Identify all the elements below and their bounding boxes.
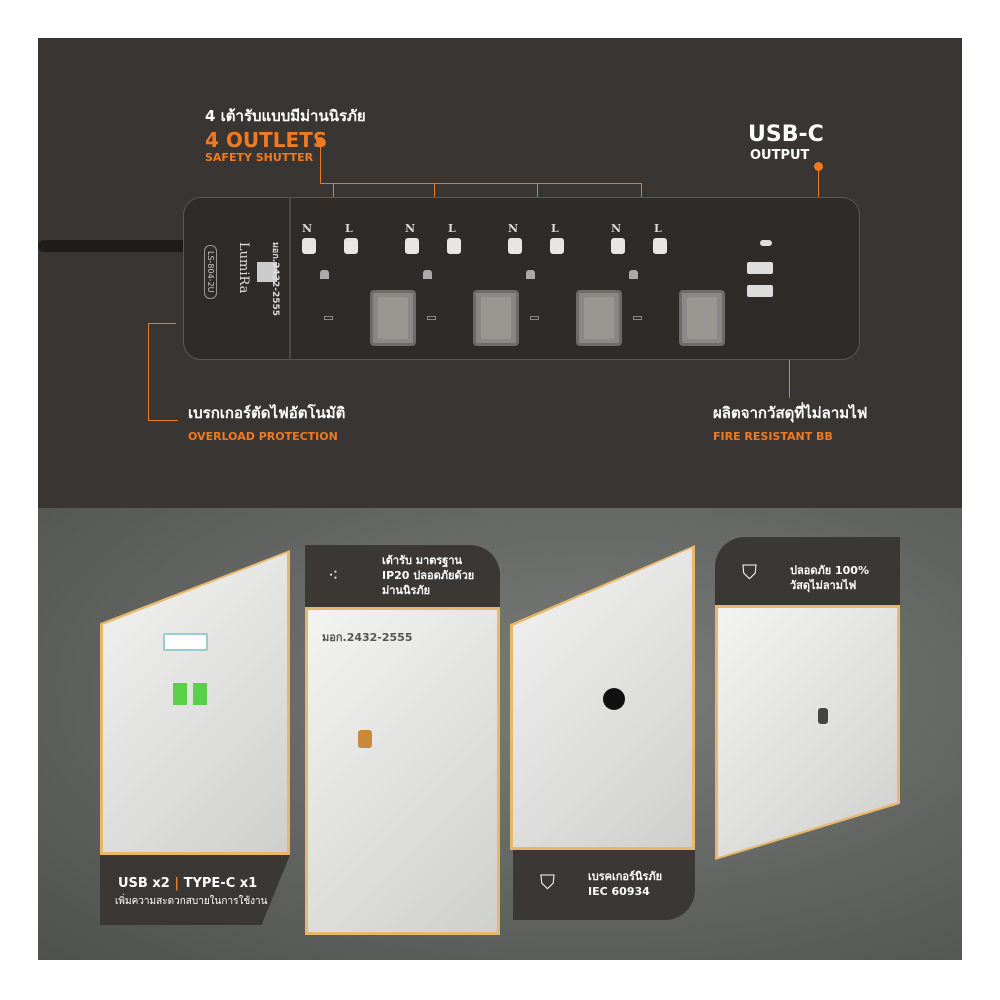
lightning-shield-icon: ⛉ — [540, 870, 555, 894]
socket-hole — [344, 238, 358, 254]
model-badge: LS-804-2U — [204, 245, 217, 299]
caption-line: ปลอดภัย 100% — [790, 564, 869, 577]
shutter-caption: เต้ารับ มาตรฐาน IP20 ปลอดภัยด้วย ม่านนิร… — [382, 553, 474, 598]
usb-a-port — [747, 285, 773, 297]
caption-line: ม่านนิรภัย — [382, 584, 431, 597]
usbc-title: USB-C — [748, 122, 824, 147]
outlet-switch[interactable] — [473, 290, 519, 346]
usb-port-green — [193, 683, 207, 705]
neutral-label: N — [405, 222, 416, 235]
live-label: L — [654, 222, 662, 235]
neutral-label: N — [302, 222, 313, 235]
socket-hole — [611, 238, 625, 254]
outlet: N L — [609, 222, 725, 352]
switch — [163, 633, 208, 651]
qr-code — [257, 262, 277, 282]
outlets-subtitle: SAFETY SHUTTER — [205, 151, 314, 164]
ground-hole — [423, 270, 432, 279]
outlet-switch[interactable] — [679, 290, 725, 346]
power-cord — [38, 240, 188, 252]
caption-box — [100, 855, 290, 925]
live-label: L — [551, 222, 559, 235]
mount-hole — [818, 708, 828, 724]
socket-hole — [550, 238, 564, 254]
outlet-switch[interactable] — [576, 290, 622, 346]
usb-port-green — [173, 683, 187, 705]
standard-mark: มอก.2432-2555 — [270, 242, 280, 317]
socket-hole — [447, 238, 461, 254]
socket-hole — [358, 730, 372, 748]
socket-hole — [405, 238, 419, 254]
callout-line — [789, 346, 790, 398]
usb-caption-thai: เพิ่มความสะดวกสบายในการใช้งาน — [115, 896, 268, 907]
fire-shield-icon: ⛉ — [742, 560, 757, 584]
brand-logo: LumiRa — [236, 242, 251, 294]
callout-line — [148, 323, 176, 324]
usbc-subtitle: OUTPUT — [750, 148, 810, 163]
outlet-photo: มอก.2432-2555 — [308, 610, 497, 932]
indicator-light — [530, 316, 539, 320]
indicator-light — [324, 316, 333, 320]
caption-line: IEC 60934 — [588, 885, 650, 898]
fire-thai-label: ผลิตจากวัสดุที่ไม่ลามไฟ — [713, 404, 868, 422]
power-strip — [183, 197, 860, 360]
caption-line: เต้ารับ มาตรฐาน — [382, 554, 463, 567]
ground-hole — [629, 270, 638, 279]
live-label: L — [448, 222, 456, 235]
breaker-button — [603, 688, 625, 710]
caption-box — [513, 850, 695, 920]
outlet: N L — [403, 222, 519, 352]
usb-caption: USB x2 | TYPE-C x1 — [118, 876, 258, 891]
socket-icon: ⁖ — [328, 565, 339, 586]
overload-label: OVERLOAD PROTECTION — [188, 430, 338, 443]
caption-line: วัสดุไม่ลามไฟ — [790, 579, 857, 592]
outlet-switch[interactable] — [370, 290, 416, 346]
photo-standard-text: มอก.2432-2555 — [322, 631, 413, 644]
callout-line — [148, 323, 149, 421]
neutral-label: N — [611, 222, 622, 235]
caption-box — [305, 545, 500, 607]
neutral-label: N — [508, 222, 519, 235]
outlets-thai-label: 4 เต้ารับแบบมีม่านนิรภัย — [205, 107, 366, 125]
outlets-title: 4 OUTLETS — [205, 128, 328, 152]
caption-line: เบรคเกอร์นิรภัย — [588, 870, 663, 883]
ground-hole — [526, 270, 535, 279]
outlet: N L — [300, 222, 416, 352]
callout-line — [320, 141, 321, 183]
socket-hole — [508, 238, 522, 254]
fire-caption: ปลอดภัย 100% วัสดุไม่ลามไฟ — [790, 563, 869, 593]
indicator-light — [633, 316, 642, 320]
ground-hole — [320, 270, 329, 279]
indicator-light — [427, 316, 436, 320]
socket-hole — [653, 238, 667, 254]
usb-count: USB x2 — [118, 876, 170, 891]
breaker-caption: เบรคเกอร์นิรภัย IEC 60934 — [588, 869, 662, 899]
typec-count: TYPE-C x1 — [183, 876, 258, 891]
socket-hole — [302, 238, 316, 254]
live-label: L — [345, 222, 353, 235]
usb-a-port — [747, 262, 773, 274]
outlet: N L — [506, 222, 622, 352]
fire-label: FIRE RESISTANT BB — [713, 430, 833, 443]
caption-line: IP20 ปลอดภัยด้วย — [382, 569, 475, 582]
usb-c-port — [760, 240, 772, 246]
panel-outlet: มอก.2432-2555 — [305, 607, 500, 935]
caption-box — [715, 537, 900, 607]
callout-line — [320, 183, 642, 184]
strip-end-cap: LS-804-2U LumiRa มอก.2432-2555 — [183, 197, 291, 360]
overload-thai-label: เบรกเกอร์ตัดไฟอัตโนมัติ — [188, 404, 346, 422]
callout-line — [148, 420, 178, 421]
